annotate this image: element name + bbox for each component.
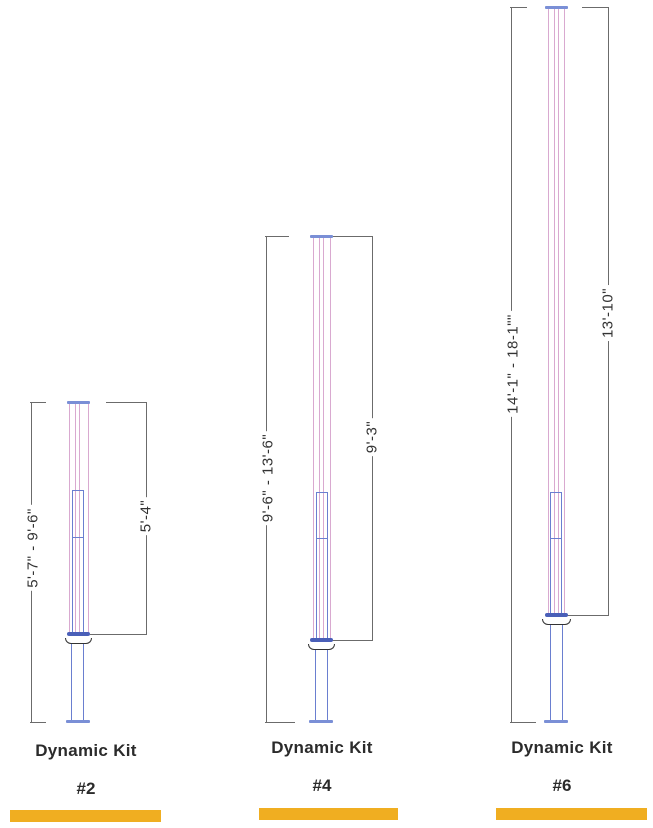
pole-base-line [562,625,563,722]
kit-number: #4 [312,776,332,795]
pole-base-line [315,650,316,722]
pole-base-line [550,625,551,722]
dim-tick [332,640,373,641]
kit-number: #2 [76,779,96,798]
pole-line [319,238,320,640]
dim-tick [106,402,147,403]
dim-tick [582,7,609,8]
upper-dimension-line [372,236,373,640]
pole-line [548,9,549,615]
sleeve-joint [72,537,84,538]
overall-dimension-line [266,236,267,722]
sleeve-joint [550,538,562,539]
pole-line [564,9,565,615]
pole-base-cap [309,720,333,723]
dim-tick [265,236,289,237]
overall-range-label: 5'-7" - 9'-6" [22,505,44,591]
pole-sleeve [316,492,328,640]
dim-tick [510,7,527,8]
pole-base-line [327,650,328,722]
pole-line [79,404,80,634]
sleeve-joint [316,538,328,539]
dim-tick [30,722,46,723]
upper-length-label: 13'-10" [597,284,619,342]
pole-sleeve [550,492,562,615]
pole-line [88,404,89,634]
pole-base-line [83,644,84,722]
pole-base-cap [544,720,568,723]
dim-tick [566,615,609,616]
overall-range-label: 14'-1" - 18-1"" [502,311,524,417]
overall-dimension-line [511,7,512,722]
kit-title: Dynamic Kit [271,738,373,757]
pole-top-cap [545,6,568,9]
pole-flange [542,619,571,625]
dim-tick [265,722,295,723]
pole-base-line [71,644,72,722]
kit-number: #6 [552,776,572,795]
pole-collar [545,613,568,617]
dim-tick [333,236,373,237]
kit-title: Dynamic Kit [35,741,137,760]
pole-line [69,404,70,634]
pole-sleeve [72,490,84,634]
accent-bar [10,810,161,822]
pole-flange [65,638,92,644]
pole-top-cap [67,401,90,404]
overall-range-label: 9'-6" - 13'-6" [257,430,279,526]
overall-dimension-line [31,402,32,722]
pole-line [75,404,76,634]
pole-line [554,9,555,615]
dim-tick [90,634,147,635]
kit-title: Dynamic Kit [511,738,613,757]
upper-length-label: 9'-3" [361,417,383,457]
upper-length-label: 5'-4" [135,496,157,536]
pole-line [330,238,331,640]
pole-flange [308,644,335,650]
pole-line [313,238,314,640]
pole-line [558,9,559,615]
pole-line [323,238,324,640]
accent-bar [496,808,647,820]
upper-dimension-line [608,7,609,615]
dim-tick [30,402,46,403]
accent-bar [259,808,398,820]
pole-top-cap [310,235,333,238]
pole-collar [310,638,333,642]
dim-tick [510,722,536,723]
upper-dimension-line [146,402,147,634]
pole-base-cap [66,720,90,723]
pole-collar [67,632,90,636]
